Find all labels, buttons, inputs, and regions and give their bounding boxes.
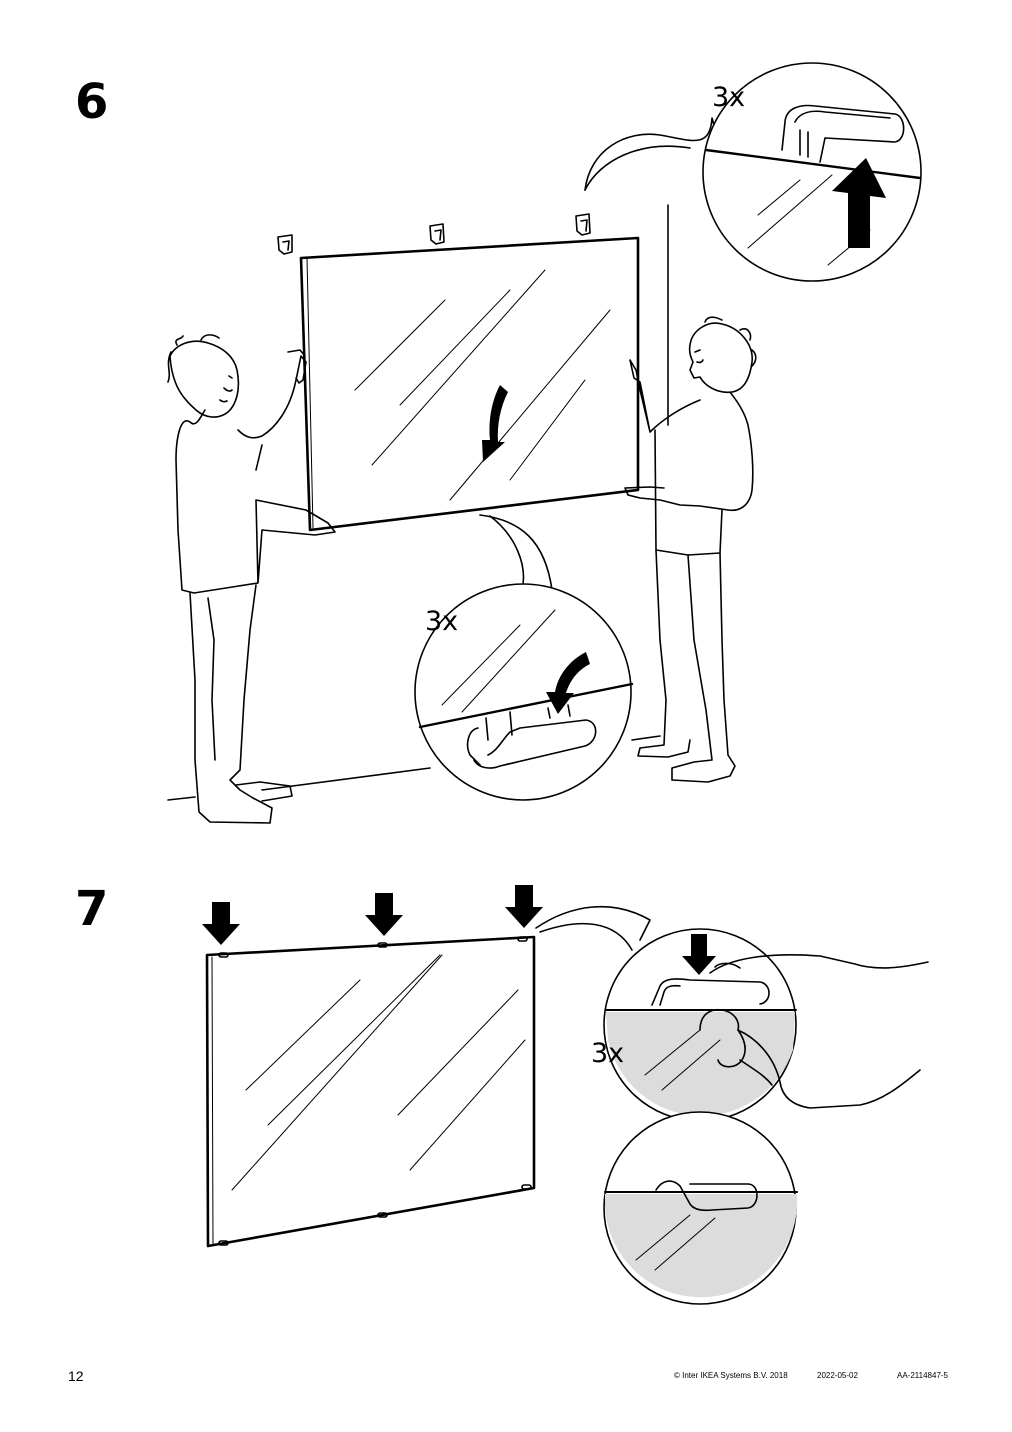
step-number-7: 7	[75, 881, 109, 937]
step7-scene	[202, 885, 929, 1305]
quantity-label: 3x	[425, 606, 459, 637]
step-number-6: 6	[75, 74, 109, 130]
curved-arrow-icon	[546, 652, 590, 714]
quantity-label: 3x	[591, 1038, 625, 1069]
quantity-label: 3x	[712, 82, 746, 113]
detail-bubble-press	[603, 928, 929, 1122]
curved-arrow-icon	[482, 385, 508, 462]
mirror-panel	[299, 236, 640, 532]
bubble-connector	[535, 905, 651, 941]
document-date: 2022-05-02	[817, 1371, 858, 1380]
down-arrow-icon	[202, 902, 240, 945]
page-number: 12	[68, 1368, 84, 1384]
wall-clip	[575, 213, 591, 236]
up-arrow-icon	[832, 158, 886, 248]
document-code: AA-2114847-5	[897, 1371, 948, 1380]
wall-clip	[277, 234, 293, 255]
step6-scene	[167, 62, 922, 824]
wall-clip	[429, 223, 445, 245]
mirror-panel	[205, 935, 536, 1248]
down-arrow-icon	[365, 893, 403, 936]
person-left	[167, 334, 336, 824]
detail-bubble-result	[603, 1111, 798, 1305]
down-arrow-icon	[505, 885, 543, 928]
copyright-text: © Inter IKEA Systems B.V. 2018	[674, 1371, 788, 1380]
detail-bubble-bottom	[414, 514, 634, 801]
down-arrow-icon	[682, 934, 716, 975]
person-right	[624, 316, 757, 783]
